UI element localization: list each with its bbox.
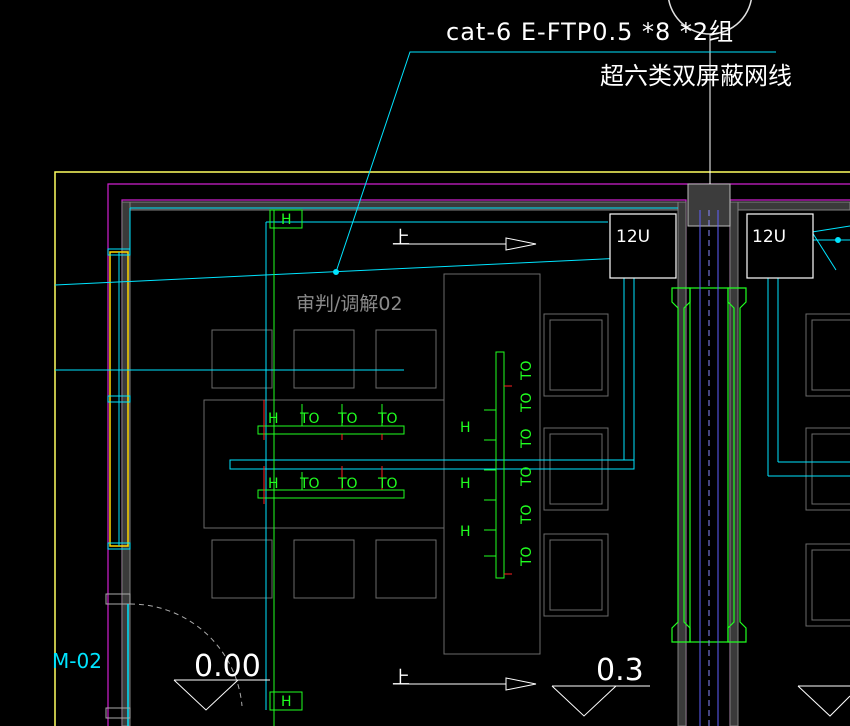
svg-text:TO: TO <box>337 411 358 427</box>
structural-column <box>687 183 731 227</box>
furniture <box>203 273 850 655</box>
svg-text:TO: TO <box>377 411 398 427</box>
level-marker-right <box>551 685 650 717</box>
outlet-labels-bus-to: TO TO TO TO TO TO <box>519 360 535 567</box>
riser-top-label: H <box>281 212 292 228</box>
up-arrow-bottom <box>408 677 537 691</box>
level-left-text: 0.00 <box>194 649 261 684</box>
cabinet-left-label: 12U <box>616 227 650 247</box>
up-arrow-top <box>408 237 537 251</box>
svg-text:H: H <box>268 476 279 492</box>
door-tag-text: M-02 <box>52 649 102 673</box>
cable-spec-text: cat-6 E-FTP0.5 *8 *2组 <box>446 18 734 46</box>
cabinet-right-label: 12U <box>752 227 786 247</box>
svg-text:H: H <box>268 411 279 427</box>
window-left <box>107 248 131 550</box>
svg-text:H: H <box>460 420 471 436</box>
svg-text:TO: TO <box>519 428 535 449</box>
riser-bottom-label: H <box>281 694 292 710</box>
svg-text:H: H <box>460 524 471 540</box>
wall-hatch <box>121 201 850 726</box>
svg-text:H: H <box>460 476 471 492</box>
room-name-text: 审判/调解02 <box>296 293 403 315</box>
cabinet-right-box <box>746 213 814 279</box>
up-label-bottom: 上 <box>392 668 410 689</box>
svg-text:TO: TO <box>519 504 535 525</box>
level-marker-left <box>173 679 270 711</box>
svg-text:TO: TO <box>519 360 535 381</box>
svg-text:TO: TO <box>299 411 320 427</box>
svg-text:TO: TO <box>337 476 358 492</box>
riser-vertical <box>269 209 303 726</box>
outlet-bus-vertical <box>484 351 512 579</box>
outlet-row-2 <box>257 466 405 504</box>
door-m02 <box>105 593 243 726</box>
level-right-text: 0.3 <box>596 653 644 688</box>
outer-boundary-line <box>54 171 850 726</box>
svg-text:TO: TO <box>519 466 535 487</box>
outlet-labels-bus-h: H H H <box>460 420 471 540</box>
outlet-labels-row-2: H TO TO TO <box>268 476 398 492</box>
pipe-lines <box>699 210 719 726</box>
svg-text:TO: TO <box>299 476 320 492</box>
svg-text:TO: TO <box>377 476 398 492</box>
level-marker-far-right <box>797 685 850 717</box>
outlet-labels-row-1: H TO TO TO <box>268 411 398 427</box>
svg-text:TO: TO <box>519 546 535 567</box>
svg-text:TO: TO <box>519 392 535 413</box>
cabinet-left-box <box>609 213 677 279</box>
cable-desc-text: 超六类双屏蔽网线 <box>600 62 792 90</box>
outlet-row-1 <box>257 400 405 440</box>
up-label-top: 上 <box>392 228 410 249</box>
